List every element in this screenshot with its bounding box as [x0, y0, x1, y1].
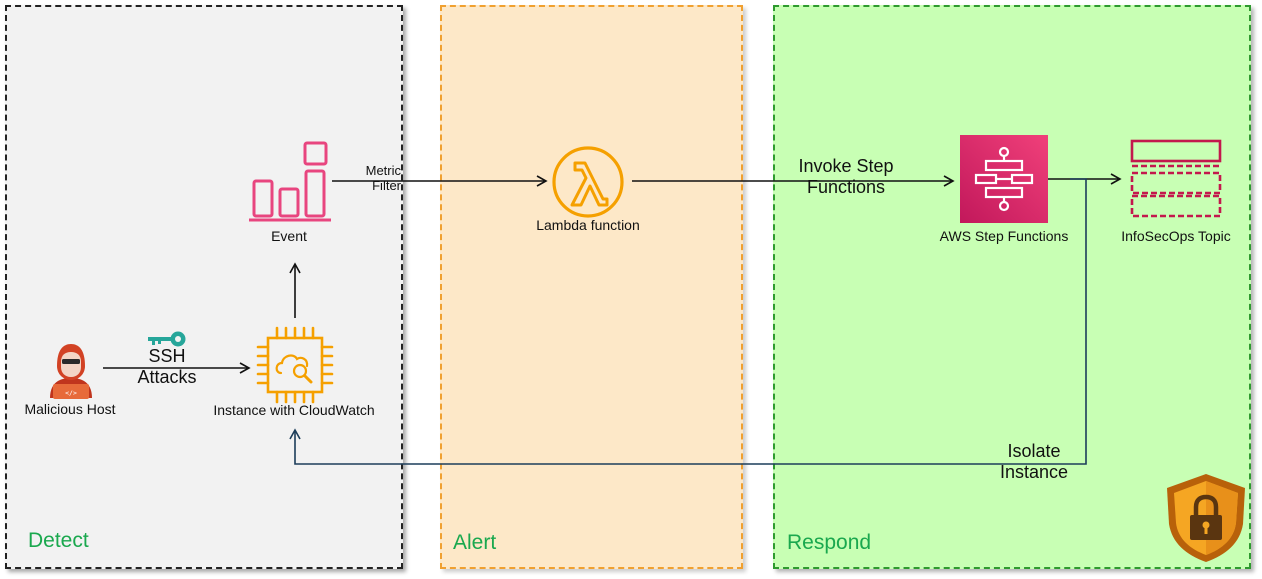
- instance-label: Instance with CloudWatch: [213, 402, 375, 418]
- bar-chart-icon: [249, 141, 331, 222]
- event-label: Event: [271, 228, 307, 244]
- step-functions-icon: [960, 135, 1048, 223]
- edge-label-functions: Functions: [806, 177, 886, 197]
- alert-zone: Alert: [440, 5, 743, 569]
- topic-icon: [1130, 139, 1222, 218]
- detect-zone-title: Detect: [28, 529, 89, 552]
- detect-zone: Detect: [5, 5, 403, 569]
- edge-label-filter: Filter: [372, 178, 401, 193]
- host-screen-code: </>: [65, 389, 77, 397]
- edge-label-attacks: Attacks: [137, 367, 197, 387]
- topic-label: InfoSecOps Topic: [1121, 228, 1231, 244]
- edge-label-instance: Instance: [999, 462, 1069, 482]
- hacker-icon: </>: [50, 344, 92, 399]
- respond-zone-title: Respond: [787, 531, 872, 554]
- respond-zone: Respond: [773, 5, 1251, 569]
- lambda-icon: [552, 146, 624, 218]
- alert-zone-title: Alert: [453, 531, 497, 554]
- edge-label-ssh-attacks: SSH Attacks: [128, 346, 206, 388]
- edge-label-isolate-instance: Isolate Instance: [996, 441, 1072, 483]
- key-icon: [148, 331, 186, 347]
- edge-label-metric: Metric: [365, 163, 401, 178]
- malicious-host-label: Malicious Host: [24, 401, 116, 417]
- shield-lock-icon: [1167, 474, 1245, 562]
- edge-label-invoke-step-functions: Invoke Step Functions: [788, 156, 904, 198]
- chip-cloudwatch-icon: [256, 326, 334, 404]
- step-functions-label: AWS Step Functions: [939, 228, 1069, 244]
- edge-label-invoke-step: Invoke Step: [798, 156, 894, 176]
- edge-isolate-instance: [289, 178, 1087, 465]
- edge-label-isolate: Isolate: [1007, 441, 1061, 461]
- edge-label-metric-filter: Metric Filter: [345, 163, 401, 193]
- edge-label-ssh: SSH: [148, 346, 186, 366]
- lambda-label: Lambda function: [536, 217, 640, 233]
